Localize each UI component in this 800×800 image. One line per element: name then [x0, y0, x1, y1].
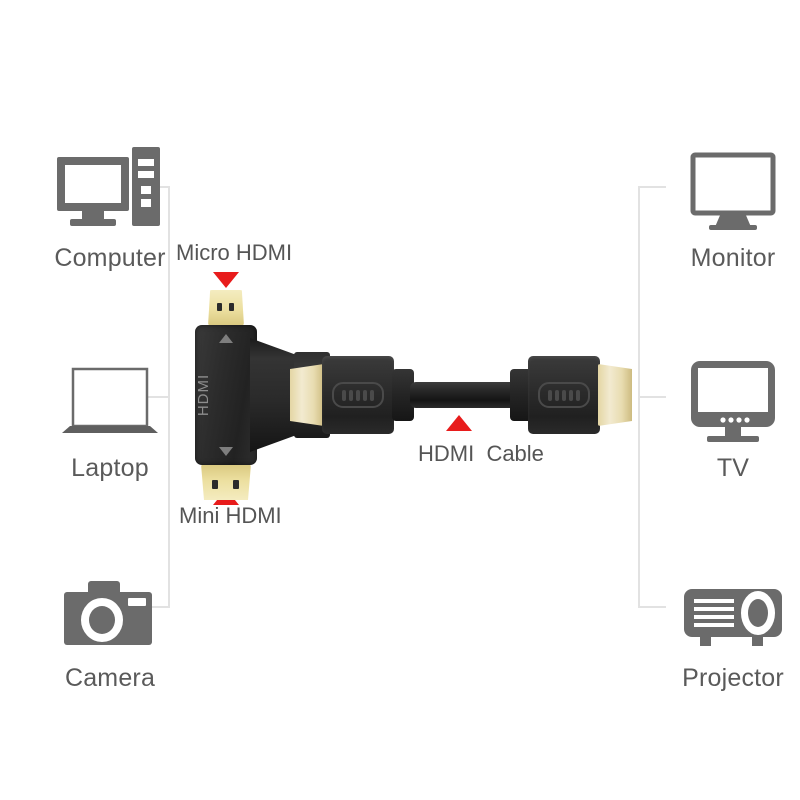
- source-item-laptop[interactable]: Laptop: [25, 350, 195, 483]
- projector-icon: [648, 560, 800, 655]
- product-illustration: HDMI: [190, 280, 640, 510]
- cable-right-gold-plug: [598, 364, 632, 426]
- output-label-projector: Projector: [682, 664, 784, 692]
- callout-label-hdmi-cable: HDMI Cable: [418, 441, 544, 466]
- output-label-monitor: Monitor: [690, 244, 776, 272]
- output-item-projector[interactable]: Projector: [648, 560, 800, 693]
- tv-icon: [648, 350, 800, 445]
- adapter-body: HDMI: [195, 325, 257, 465]
- cable-right-brand-logo: [538, 382, 590, 408]
- cable-right-strain-relief: [510, 369, 532, 421]
- cable-wire: [410, 382, 516, 408]
- source-item-camera[interactable]: Camera: [25, 560, 195, 693]
- callout-label-mini-hdmi: Mini HDMI: [179, 503, 282, 528]
- laptop-icon: [25, 350, 195, 445]
- cable-left-gold-plug: [290, 364, 324, 426]
- output-item-tv[interactable]: TV: [648, 350, 800, 483]
- right-bracket-stub-monitor: [638, 186, 666, 188]
- source-label-camera: Camera: [64, 664, 156, 692]
- adapter-triangle-up-icon: [219, 334, 233, 343]
- cable-left-shell: [322, 356, 394, 434]
- red-triangle-up-cable: [446, 415, 472, 431]
- cable-left-strain-relief: [392, 369, 414, 421]
- output-label-tv: TV: [716, 454, 750, 482]
- adapter-triangle-down-icon: [219, 447, 233, 456]
- red-triangle-down-micro: [213, 272, 239, 288]
- source-item-computer[interactable]: Computer: [25, 140, 195, 273]
- source-label-computer: Computer: [54, 244, 166, 272]
- cable-right-shell: [528, 356, 600, 434]
- left-bracket-stub-laptop: [142, 396, 170, 398]
- source-label-laptop: Laptop: [71, 454, 149, 482]
- desktop-computer-icon: [25, 140, 195, 235]
- right-bracket-stub-projector: [638, 606, 666, 608]
- camera-icon: [25, 560, 195, 655]
- right-bracket-stub-tv: [638, 396, 666, 398]
- cable-left-brand-logo: [332, 382, 384, 408]
- left-bracket-stub-camera: [142, 606, 170, 608]
- output-item-monitor[interactable]: Monitor: [648, 140, 800, 273]
- callout-label-micro-hdmi: Micro HDMI: [176, 240, 293, 265]
- monitor-icon: [648, 140, 800, 235]
- mini-hdmi-connector: [201, 464, 251, 500]
- adapter-body-label: HDMI: [195, 373, 212, 417]
- micro-hdmi-connector: [208, 290, 244, 326]
